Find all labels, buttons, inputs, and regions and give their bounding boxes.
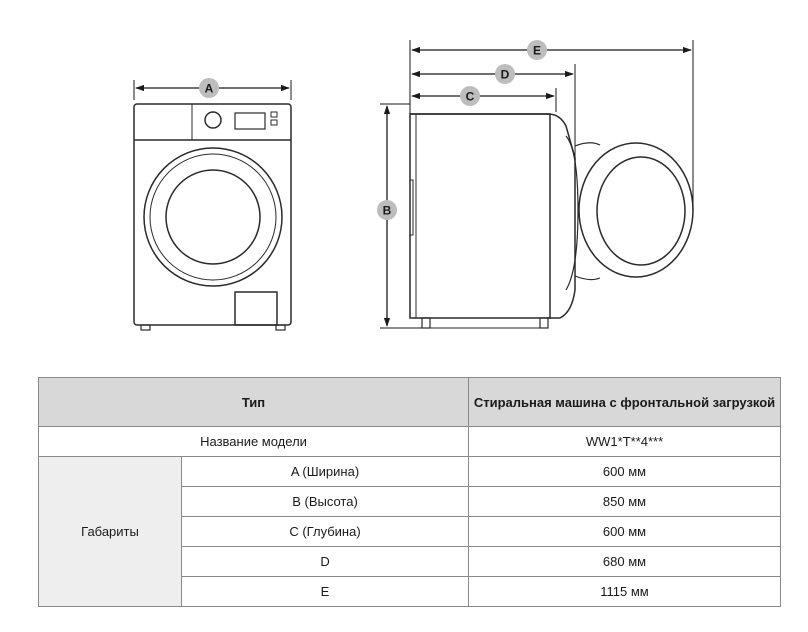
dimension-row-value: 680 мм [468, 546, 782, 577]
dimension-b: B [377, 103, 422, 329]
dimension-row-value: 1115 мм [468, 576, 782, 607]
type-value: Стиральная машина с фронтальной загрузко… [468, 377, 782, 427]
dimensions-group-label: Габариты [38, 456, 182, 607]
table-row: Габариты A (Ширина) 600 мм [38, 456, 782, 607]
dimension-e: E [411, 40, 694, 210]
model-label: Название модели [37, 426, 470, 457]
dimension-row-label: C (Глубина) [180, 516, 470, 547]
dimensions-diagram: A B C D [133, 40, 694, 331]
dimension-e-label: E [533, 44, 541, 58]
dimension-b-label: B [383, 204, 392, 218]
model-row: Название модели WW1*T**4*** [37, 426, 782, 457]
dimension-a-label: A [205, 82, 214, 96]
dimension-row-label: A (Ширина) [180, 456, 470, 487]
specs-table: Тип Стиральная машина с фронтальной загр… [37, 377, 782, 607]
dimension-d-label: D [501, 68, 510, 82]
dimension-row-value: 600 мм [468, 516, 782, 547]
dimension-row-label: E [180, 576, 470, 607]
type-label: Тип [37, 377, 470, 427]
dimension-row-label: D [180, 546, 470, 577]
dimension-d: D [411, 64, 576, 160]
dimension-row-value: 600 мм [468, 456, 782, 487]
dimension-a: A [133, 78, 292, 100]
table-row: C (Глубина) 600 мм [39, 516, 782, 547]
front-view-washer [133, 103, 292, 331]
table-row: B (Высота) 850 мм [39, 486, 782, 517]
side-view-washer [409, 113, 579, 329]
table-row: D 680 мм [39, 546, 782, 577]
open-door [574, 142, 694, 281]
model-value: WW1*T**4*** [468, 426, 782, 457]
dimension-row-value: 850 мм [468, 486, 782, 517]
dimension-c-label: C [466, 90, 475, 104]
dimension-row-label: B (Высота) [180, 486, 470, 517]
table-row: E 1115 мм [39, 576, 782, 607]
table-header-row: Тип Стиральная машина с фронтальной загр… [37, 377, 782, 427]
dimension-c: C [409, 40, 557, 114]
